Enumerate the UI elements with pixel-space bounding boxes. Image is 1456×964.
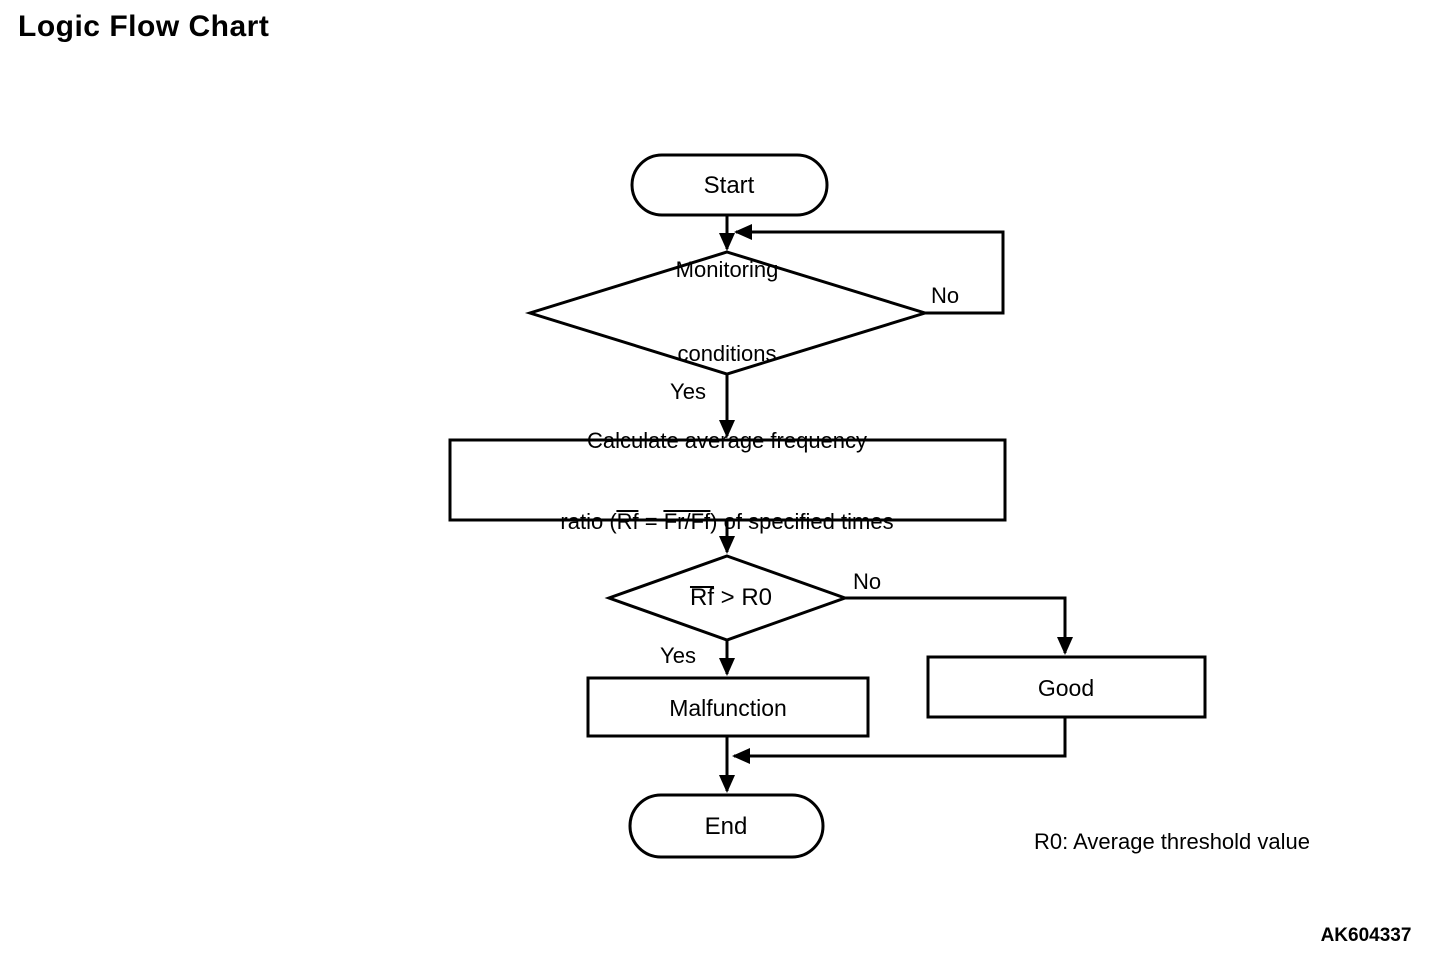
good-label: Good (1037, 675, 1095, 701)
good-node-shape (926, 655, 1207, 719)
decision-monitoring-label: Monitoring conditions (676, 200, 779, 424)
malfunction-label: Malfunction (669, 695, 787, 721)
decision-monitoring-line2: conditions (677, 341, 777, 366)
end-node-shape (628, 793, 825, 859)
monitoring-no-label: No (930, 283, 960, 308)
page-title: Logic Flow Chart (18, 10, 270, 43)
monitoring-yes-label: Yes (670, 379, 706, 404)
malfunction-node-shape (586, 676, 870, 738)
process-calculate-shape (448, 438, 1007, 522)
decision-threshold-label: Rf > R0 (689, 584, 773, 612)
figure-code: AK604337 (1320, 925, 1412, 946)
decision-monitoring-line1: Monitoring (675, 257, 779, 282)
process-calculate-line1: Calculate average frequency (586, 428, 868, 453)
overline-rf-term: Rf (616, 509, 639, 534)
process-line2-mid: = (638, 509, 664, 534)
start-label: Start (703, 172, 755, 199)
decision-threshold-rest: > R0 (713, 584, 773, 611)
process-line2-pre: ratio ( (560, 509, 617, 534)
connector-good-merge (732, 717, 1067, 764)
overline-fr-ff-term: Fr/Ff (663, 509, 711, 534)
connector-monitoring-no-loop (734, 224, 1005, 315)
process-calculate-label: Calculate average frequency ratio (Rf = … (560, 373, 893, 589)
process-line2-post: ) of specified times (710, 509, 894, 534)
threshold-yes-label: Yes (660, 643, 696, 668)
start-node-shape (630, 153, 829, 217)
process-calculate-line2: ratio (Rf = Fr/Ff) of specified times (560, 508, 893, 535)
threshold-note: R0: Average threshold value (1034, 829, 1310, 854)
end-label: End (704, 813, 748, 840)
overline-rf-condition: Rf (689, 584, 714, 611)
threshold-no-label: No (852, 569, 882, 594)
connector-threshold-no-to-good (845, 596, 1073, 655)
